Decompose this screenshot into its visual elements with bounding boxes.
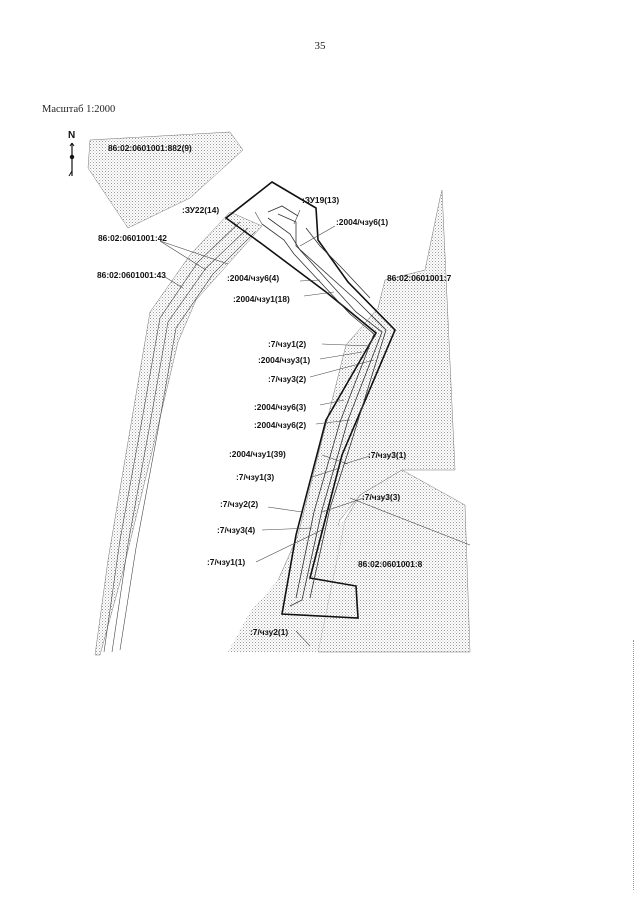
zone-label-7-chzu3-1: :7/чзу3(1): [368, 450, 406, 460]
zone-label-7-chzu1-2: :7/чзу1(2): [268, 339, 306, 349]
zone-label-zu19-13: :ЗУ19(13): [302, 195, 339, 205]
parcel-area-882: [87, 131, 244, 229]
zone-label-7-chzu1-3: :7/чзу1(3): [236, 472, 274, 482]
page-number: 35: [314, 40, 326, 52]
scan-edge-mark: [631, 640, 634, 890]
zone-label-7-chzu3-2: :7/чзу3(2): [268, 374, 306, 384]
zone-label-2004-chzu6-1: :2004/чзу6(1): [336, 217, 388, 227]
zone-label-2004-chzu3-1: :2004/чзу3(1): [258, 355, 310, 365]
parcel-label-882: 86:02:0601001:882(9): [108, 143, 192, 153]
parcel-label-42: 86:02:0601001:42: [98, 233, 167, 243]
object-outline-main: [224, 181, 396, 619]
zone-label-2004-chzu6-2: :2004/чзу6(2): [254, 420, 306, 430]
zone-label-2004-chzu1-39: :2004/чзу1(39): [229, 449, 286, 459]
zone-label-2004-chzu6-4: :2004/чзу6(4): [227, 273, 279, 283]
zone-label-2004-chzu6-3: :2004/чзу6(3): [254, 402, 306, 412]
zone-label-7-chzu2-2: :7/чзу2(2): [220, 499, 258, 509]
leader-lines: [159, 209, 471, 647]
parcel-label-43: 86:02:0601001:43: [97, 270, 166, 280]
zone-label-7-chzu3-4: :7/чзу3(4): [217, 525, 255, 535]
parcel-area-42-43: [94, 211, 263, 656]
map-scale: Масштаб 1:2000: [42, 104, 116, 115]
zone-label-7-chzu2-1: :7/чзу2(1): [250, 627, 288, 637]
strip-lines-42-43: [103, 221, 256, 653]
zone-label-zu22-14: :ЗУ22(14): [182, 205, 219, 215]
zone-label-7-chzu1-1: :7/чзу1(1): [207, 557, 245, 567]
inner-zone-lines: [261, 205, 387, 607]
north-arrow-icon: N: [64, 130, 80, 182]
parcel-label-7: 86:02:0601001:7: [387, 273, 452, 283]
zone-label-2004-chzu1-18: :2004/чзу1(18): [233, 294, 290, 304]
zone-label-7-chzu3-3: :7/чзу3(3): [362, 492, 400, 502]
parcel-label-8: 86:02:0601001:8: [358, 559, 423, 569]
north-letter: N: [68, 130, 76, 141]
